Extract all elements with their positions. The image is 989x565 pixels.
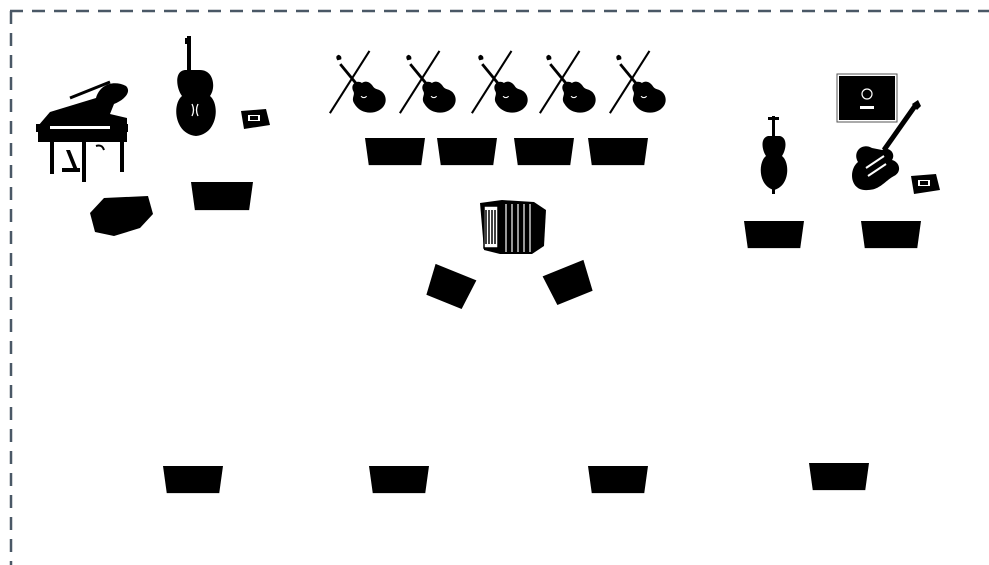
monitor-wedge	[424, 264, 477, 310]
monitor-wedge	[543, 260, 596, 306]
violin-icon	[472, 51, 528, 113]
monitor-wedge	[809, 463, 869, 490]
accordion-icon	[480, 200, 546, 254]
monitor-wedge	[588, 466, 648, 493]
violin-icon	[540, 51, 596, 113]
monitor-wedge	[191, 182, 253, 210]
monitor-wedge	[588, 138, 648, 165]
monitor-wedge	[163, 466, 223, 493]
monitor-wedge	[365, 138, 425, 165]
monitor-wedge	[437, 138, 497, 165]
monitor-wedge	[369, 466, 429, 493]
monitor-wedge	[861, 221, 921, 248]
monitor-wedge	[514, 138, 574, 165]
di-box-icon	[911, 174, 940, 194]
monitor-wedge	[90, 196, 153, 236]
monitor-wedge	[744, 221, 804, 248]
di-box-icon	[241, 109, 270, 129]
cello-icon	[761, 116, 788, 194]
violin-icon	[400, 51, 456, 113]
double-bass-icon	[176, 36, 216, 136]
violin-icon	[330, 51, 386, 113]
grand-piano-icon	[36, 82, 128, 182]
amplifier-icon	[837, 74, 897, 122]
violin-icon	[610, 51, 666, 113]
